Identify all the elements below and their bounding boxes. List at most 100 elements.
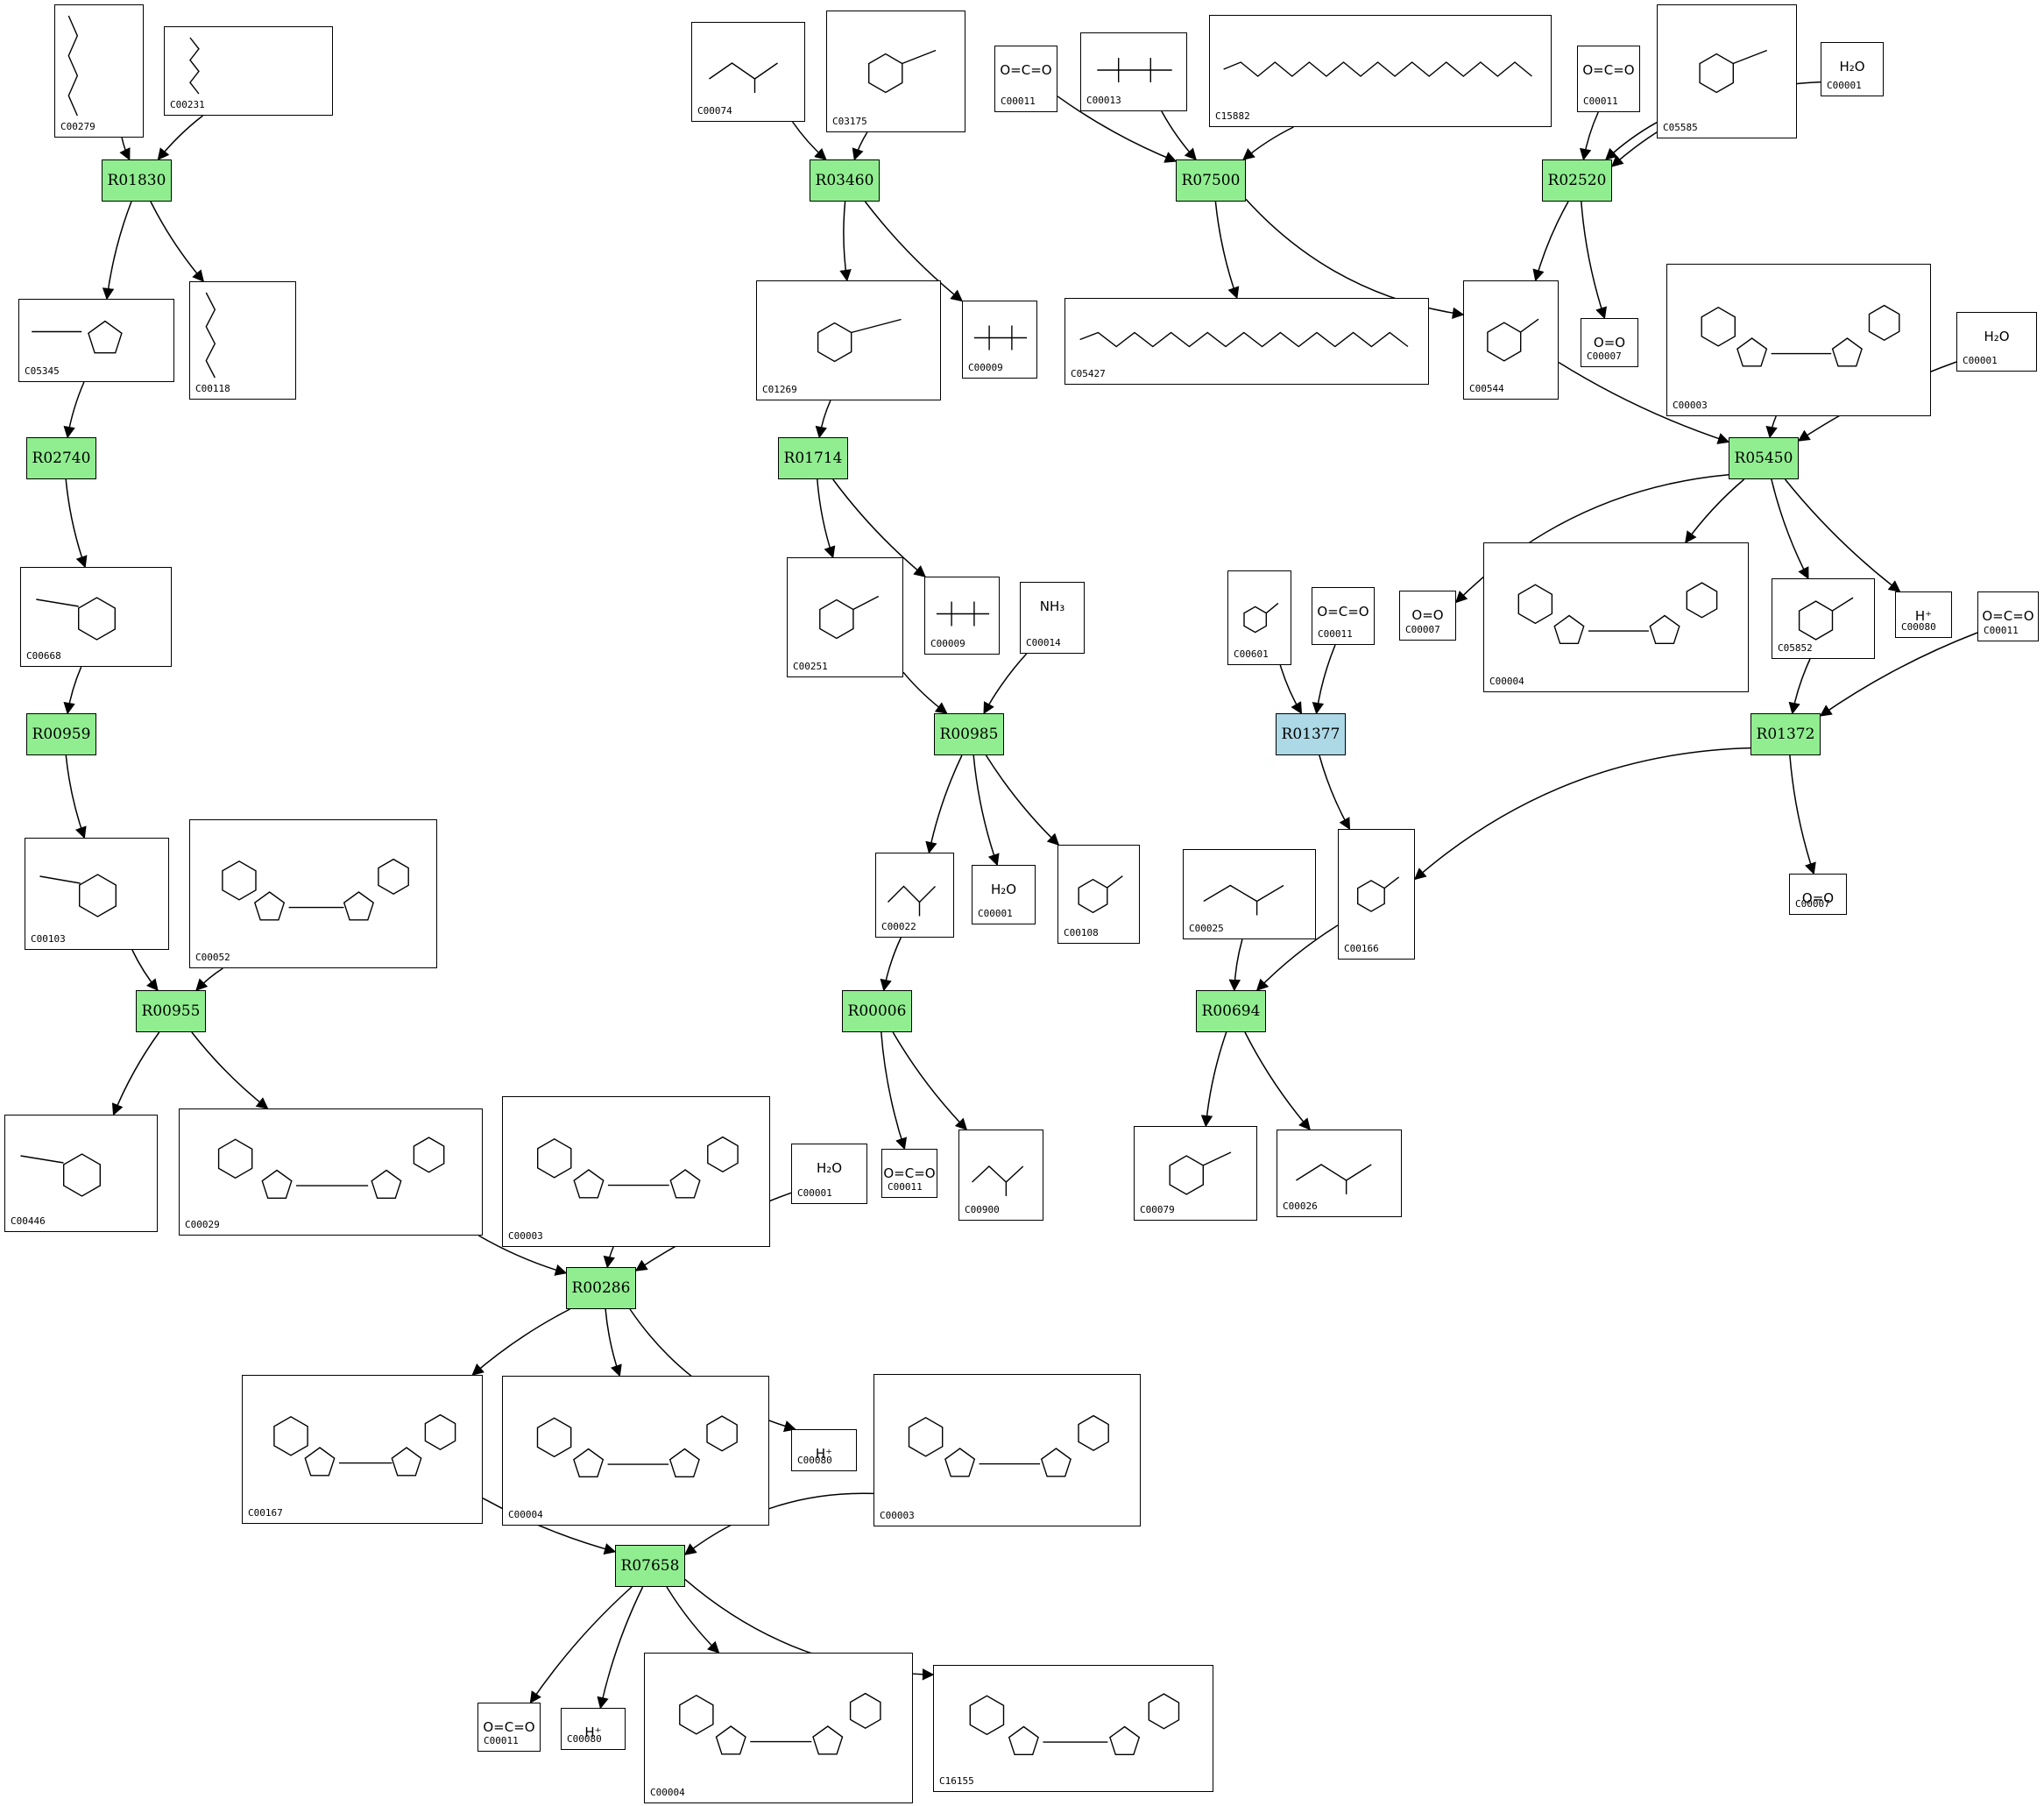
- compound-c00103[interactable]: C00103: [25, 838, 169, 950]
- compound-c15882[interactable]: C15882: [1209, 15, 1552, 127]
- compound-c03175[interactable]: C03175: [826, 11, 965, 132]
- compound-c00118[interactable]: C00118: [189, 281, 296, 400]
- compound-c00079[interactable]: C00079: [1134, 1126, 1257, 1221]
- edge-r00959-to-c00103: [65, 754, 87, 839]
- compound-c00003-b[interactable]: C00003: [873, 1374, 1141, 1526]
- reaction-node-r00006[interactable]: R00006: [842, 990, 912, 1032]
- edge-c00014-to-r00985: [983, 653, 1028, 715]
- compound-c00004-c[interactable]: C00004: [1483, 542, 1749, 692]
- compound-id-label: C00007: [1405, 624, 1440, 635]
- compound-c00003-a[interactable]: C00003: [502, 1096, 770, 1247]
- compound-c05585[interactable]: C05585: [1657, 4, 1797, 138]
- compound-c05852[interactable]: C05852: [1772, 578, 1875, 659]
- reaction-node-r01372[interactable]: R01372: [1750, 713, 1821, 755]
- compound-id-label: C00601: [1234, 648, 1269, 660]
- compound-c05345[interactable]: C05345: [18, 299, 174, 382]
- compound-c00026[interactable]: C00026: [1277, 1130, 1402, 1217]
- reaction-node-r00694[interactable]: R00694: [1196, 990, 1266, 1032]
- compound-c00601[interactable]: C00601: [1227, 570, 1291, 665]
- compound-c00029[interactable]: C00029: [179, 1108, 483, 1236]
- edge-r00955-to-c00446: [111, 1031, 160, 1116]
- compound-c00003-c[interactable]: C00003: [1666, 264, 1931, 416]
- compound-c00074[interactable]: C00074: [691, 22, 805, 122]
- udp-sugar-icon: [273, 1413, 456, 1477]
- reaction-node-r00959[interactable]: R00959: [26, 713, 96, 755]
- compound-c00668[interactable]: C00668: [20, 567, 172, 667]
- compound-c00108[interactable]: C00108: [1057, 845, 1140, 944]
- compound-c00080-a[interactable]: H⁺C00080: [791, 1429, 857, 1471]
- compound-c00009-a[interactable]: C00009: [962, 301, 1037, 379]
- compound-c00025[interactable]: C00025: [1183, 849, 1316, 939]
- edge-c00279-to-r01830: [119, 137, 131, 161]
- compound-id-label: C00011: [1318, 628, 1353, 640]
- compound-c05427[interactable]: C05427: [1064, 298, 1429, 385]
- reaction-node-r01830[interactable]: R01830: [102, 159, 172, 202]
- compound-id-label: C00029: [185, 1219, 220, 1230]
- compound-c00446[interactable]: C00446: [4, 1115, 158, 1232]
- compound-id-label: C00011: [1001, 96, 1036, 107]
- compound-c16155[interactable]: C16155: [933, 1665, 1213, 1792]
- compound-id-label: C05585: [1663, 122, 1698, 133]
- compound-c00167[interactable]: C00167: [242, 1375, 483, 1524]
- reaction-node-r07500[interactable]: R07500: [1176, 159, 1246, 202]
- reaction-node-r03460[interactable]: R03460: [810, 159, 880, 202]
- reaction-node-r07658[interactable]: R07658: [615, 1545, 685, 1587]
- reaction-node-r02740[interactable]: R02740: [26, 437, 96, 479]
- compound-c00544[interactable]: C00544: [1463, 280, 1559, 400]
- reaction-node-r00985[interactable]: R00985: [934, 713, 1004, 755]
- reaction-node-r05450[interactable]: R05450: [1729, 437, 1799, 479]
- small-acid-icon: [972, 1165, 1024, 1196]
- compound-id-label: C00668: [26, 650, 61, 662]
- edge-c00251-to-r00985: [902, 671, 948, 714]
- reaction-node-r02520[interactable]: R02520: [1542, 159, 1612, 202]
- reaction-node-r01377[interactable]: R01377: [1276, 713, 1346, 755]
- nad-icon: [679, 1692, 881, 1755]
- compound-c00009-b[interactable]: C00009: [924, 577, 1000, 655]
- edge-c00003-c-to-r05450: [1765, 415, 1778, 439]
- reaction-node-r00286[interactable]: R00286: [566, 1267, 636, 1309]
- compound-c00251[interactable]: C00251: [787, 557, 903, 677]
- compound-c00279[interactable]: C00279: [54, 4, 144, 138]
- edge-r02740-to-c00668: [65, 478, 88, 569]
- pyranose-phosphate-icon: [39, 874, 117, 917]
- compound-c00052[interactable]: C00052: [189, 819, 437, 968]
- compound-c00166[interactable]: C00166: [1338, 829, 1415, 960]
- compound-c00004-b[interactable]: C00004: [644, 1653, 913, 1803]
- edge-r01372-to-c00007-c: [1789, 754, 1816, 875]
- compound-c01269[interactable]: C01269: [756, 280, 941, 400]
- compound-id-label: C05345: [25, 365, 60, 377]
- compound-id-label: C00900: [965, 1204, 1000, 1215]
- compound-c00080-c[interactable]: H⁺C00080: [1895, 591, 1952, 638]
- compound-id-label: C16155: [939, 1775, 974, 1787]
- compound-c00231[interactable]: C00231: [164, 26, 333, 116]
- edge-r00286-to-c00167: [471, 1308, 570, 1376]
- compound-c00022[interactable]: C00022: [875, 853, 954, 938]
- reaction-node-r01714[interactable]: R01714: [778, 437, 848, 479]
- edge-r05450-to-c00080-c: [1784, 478, 1901, 592]
- compound-c00013[interactable]: C00013: [1080, 32, 1187, 111]
- compound-c00900[interactable]: C00900: [958, 1130, 1043, 1221]
- compound-formula: O=O: [1593, 335, 1626, 351]
- compound-c00080-b[interactable]: H⁺C00080: [561, 1708, 626, 1750]
- edge-r01372-to-c00166: [1413, 747, 1751, 881]
- compound-c00004-a[interactable]: C00004: [502, 1376, 769, 1526]
- reaction-node-r00955[interactable]: R00955: [136, 990, 206, 1032]
- nad-icon: [908, 1414, 1109, 1477]
- sugar-phosphate-chain-icon: [189, 37, 200, 95]
- compound-id-label: C00009: [930, 638, 965, 649]
